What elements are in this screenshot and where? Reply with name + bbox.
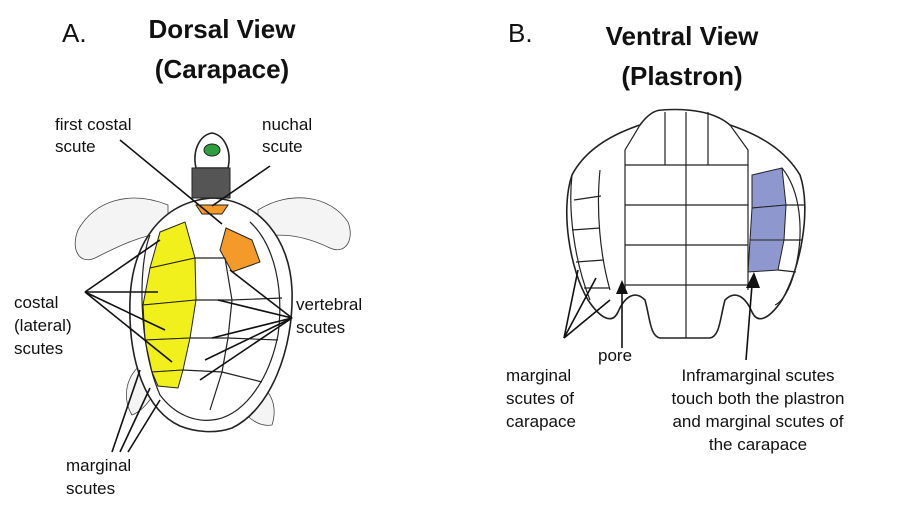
panel-a: A. Dorsal View (Carapace) xyxy=(14,14,362,498)
label-marginal-2: scutes xyxy=(66,479,115,498)
right-marginal-scutes xyxy=(774,167,804,306)
panel-a-leaders xyxy=(84,139,293,453)
inframarginal-scutes xyxy=(747,167,787,273)
neck xyxy=(191,167,231,199)
panel-b-letter: B. xyxy=(508,18,533,48)
label-costal-3: scutes xyxy=(14,339,63,358)
panel-a-letter: A. xyxy=(62,18,87,48)
label-pore: pore xyxy=(598,346,632,365)
label-inframarginal-3: and marginal scutes of xyxy=(672,412,843,431)
label-first-costal-2: scute xyxy=(55,137,96,156)
vertebral-scutes xyxy=(182,257,283,411)
label-marginal-1: marginal xyxy=(66,456,131,475)
label-marginal-carapace-3: carapace xyxy=(506,412,576,431)
label-first-costal-1: first costal xyxy=(55,115,132,134)
label-marginal-carapace-1: marginal xyxy=(506,366,571,385)
marginal-scutes-edge xyxy=(141,221,281,421)
head-green-patch xyxy=(203,143,221,157)
label-nuchal-2: scute xyxy=(262,137,303,156)
central-plastral-scutes xyxy=(624,112,749,338)
nuchal-scute xyxy=(195,204,229,215)
label-marginal-carapace-2: scutes of xyxy=(506,389,574,408)
left-marginal-scutes xyxy=(570,169,611,301)
label-inframarginal-4: the carapace xyxy=(709,435,807,454)
front-right-flipper xyxy=(257,197,351,251)
inframarginal-arrowhead xyxy=(746,272,760,288)
panel-b-leaders xyxy=(563,269,760,361)
panel-a-title-line1: Dorsal View xyxy=(149,14,297,44)
pore-arrowhead xyxy=(616,280,628,294)
front-left-flipper xyxy=(74,197,169,261)
first-costal-scute xyxy=(219,227,261,273)
panel-b-title-line1: Ventral View xyxy=(606,21,759,51)
label-nuchal-1: nuchal xyxy=(262,115,312,134)
panel-b-title-line2: (Plastron) xyxy=(621,61,742,91)
label-costal-1: costal xyxy=(14,293,58,312)
label-inframarginal-1: Inframarginal scutes xyxy=(681,366,834,385)
costal-scutes xyxy=(142,221,197,389)
label-inframarginal-2: touch both the plastron xyxy=(672,389,845,408)
label-vertebral-2: scutes xyxy=(296,318,345,337)
panel-b: B. Ventral View (Plastron) xyxy=(506,18,844,454)
panel-a-title-line2: (Carapace) xyxy=(155,54,289,84)
head xyxy=(191,132,231,199)
label-vertebral-1: vertebral xyxy=(296,295,362,314)
label-costal-2: (lateral) xyxy=(14,316,72,335)
